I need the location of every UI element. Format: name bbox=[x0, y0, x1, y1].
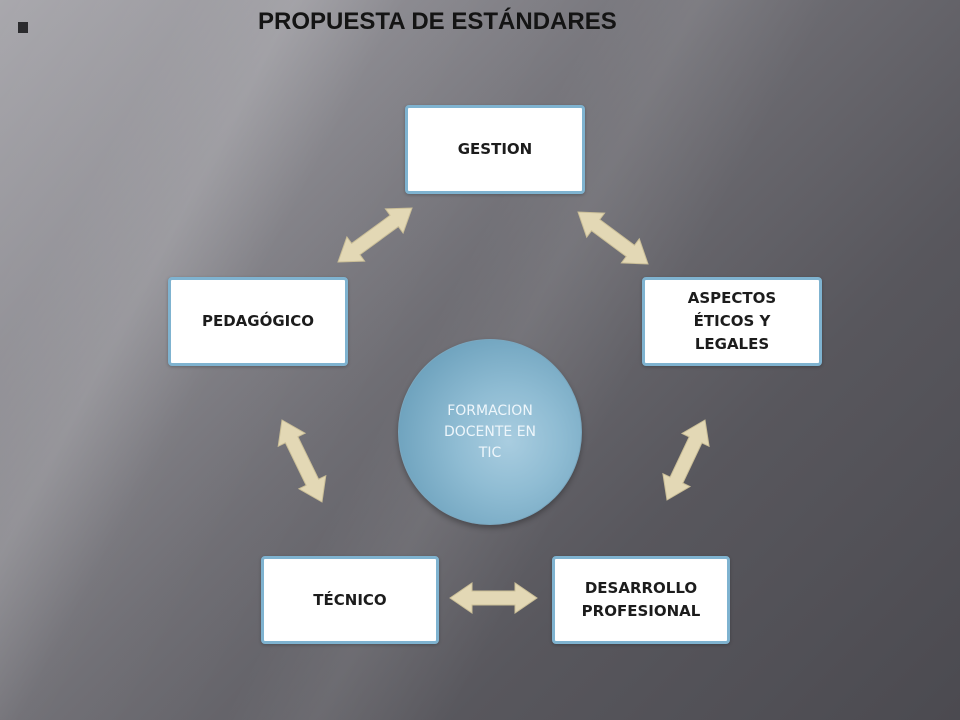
double-arrow-tecnico-pedagogico bbox=[277, 419, 327, 503]
node-aspectos-eticos-legales-label: ASPECTOS ÉTICOS Y LEGALES bbox=[687, 289, 777, 353]
node-tecnico: TÉCNICO bbox=[261, 556, 439, 644]
node-tecnico-label: TÉCNICO bbox=[313, 590, 387, 609]
corner-bullet-mark bbox=[18, 22, 28, 33]
center-circle-formacion-docente: FORMACION DOCENTE EN TIC bbox=[398, 339, 582, 525]
node-pedagogico: PEDAGÓGICO bbox=[168, 277, 348, 366]
double-arrow-desarrollo-tecnico bbox=[449, 582, 538, 614]
node-pedagogico-label: PEDAGÓGICO bbox=[201, 312, 315, 330]
node-desarrollo-profesional-label: DESARROLLO PROFESIONAL bbox=[581, 579, 701, 620]
node-desarrollo-profesional: DESARROLLO PROFESIONAL bbox=[552, 556, 730, 644]
double-arrow-eticos-desarrollo bbox=[662, 419, 710, 501]
double-arrow-pedagogico-gestion bbox=[337, 207, 413, 263]
node-gestion-label: GESTION bbox=[457, 140, 533, 158]
double-arrow-gestion-eticos bbox=[577, 211, 649, 265]
node-aspectos-eticos-legales: ASPECTOS ÉTICOS Y LEGALES bbox=[642, 277, 822, 366]
node-gestion: GESTION bbox=[405, 105, 585, 194]
center-circle-label: FORMACION DOCENTE EN TIC bbox=[443, 402, 537, 461]
slide-title: PROPUESTA DE ESTÁNDARES bbox=[258, 8, 617, 35]
